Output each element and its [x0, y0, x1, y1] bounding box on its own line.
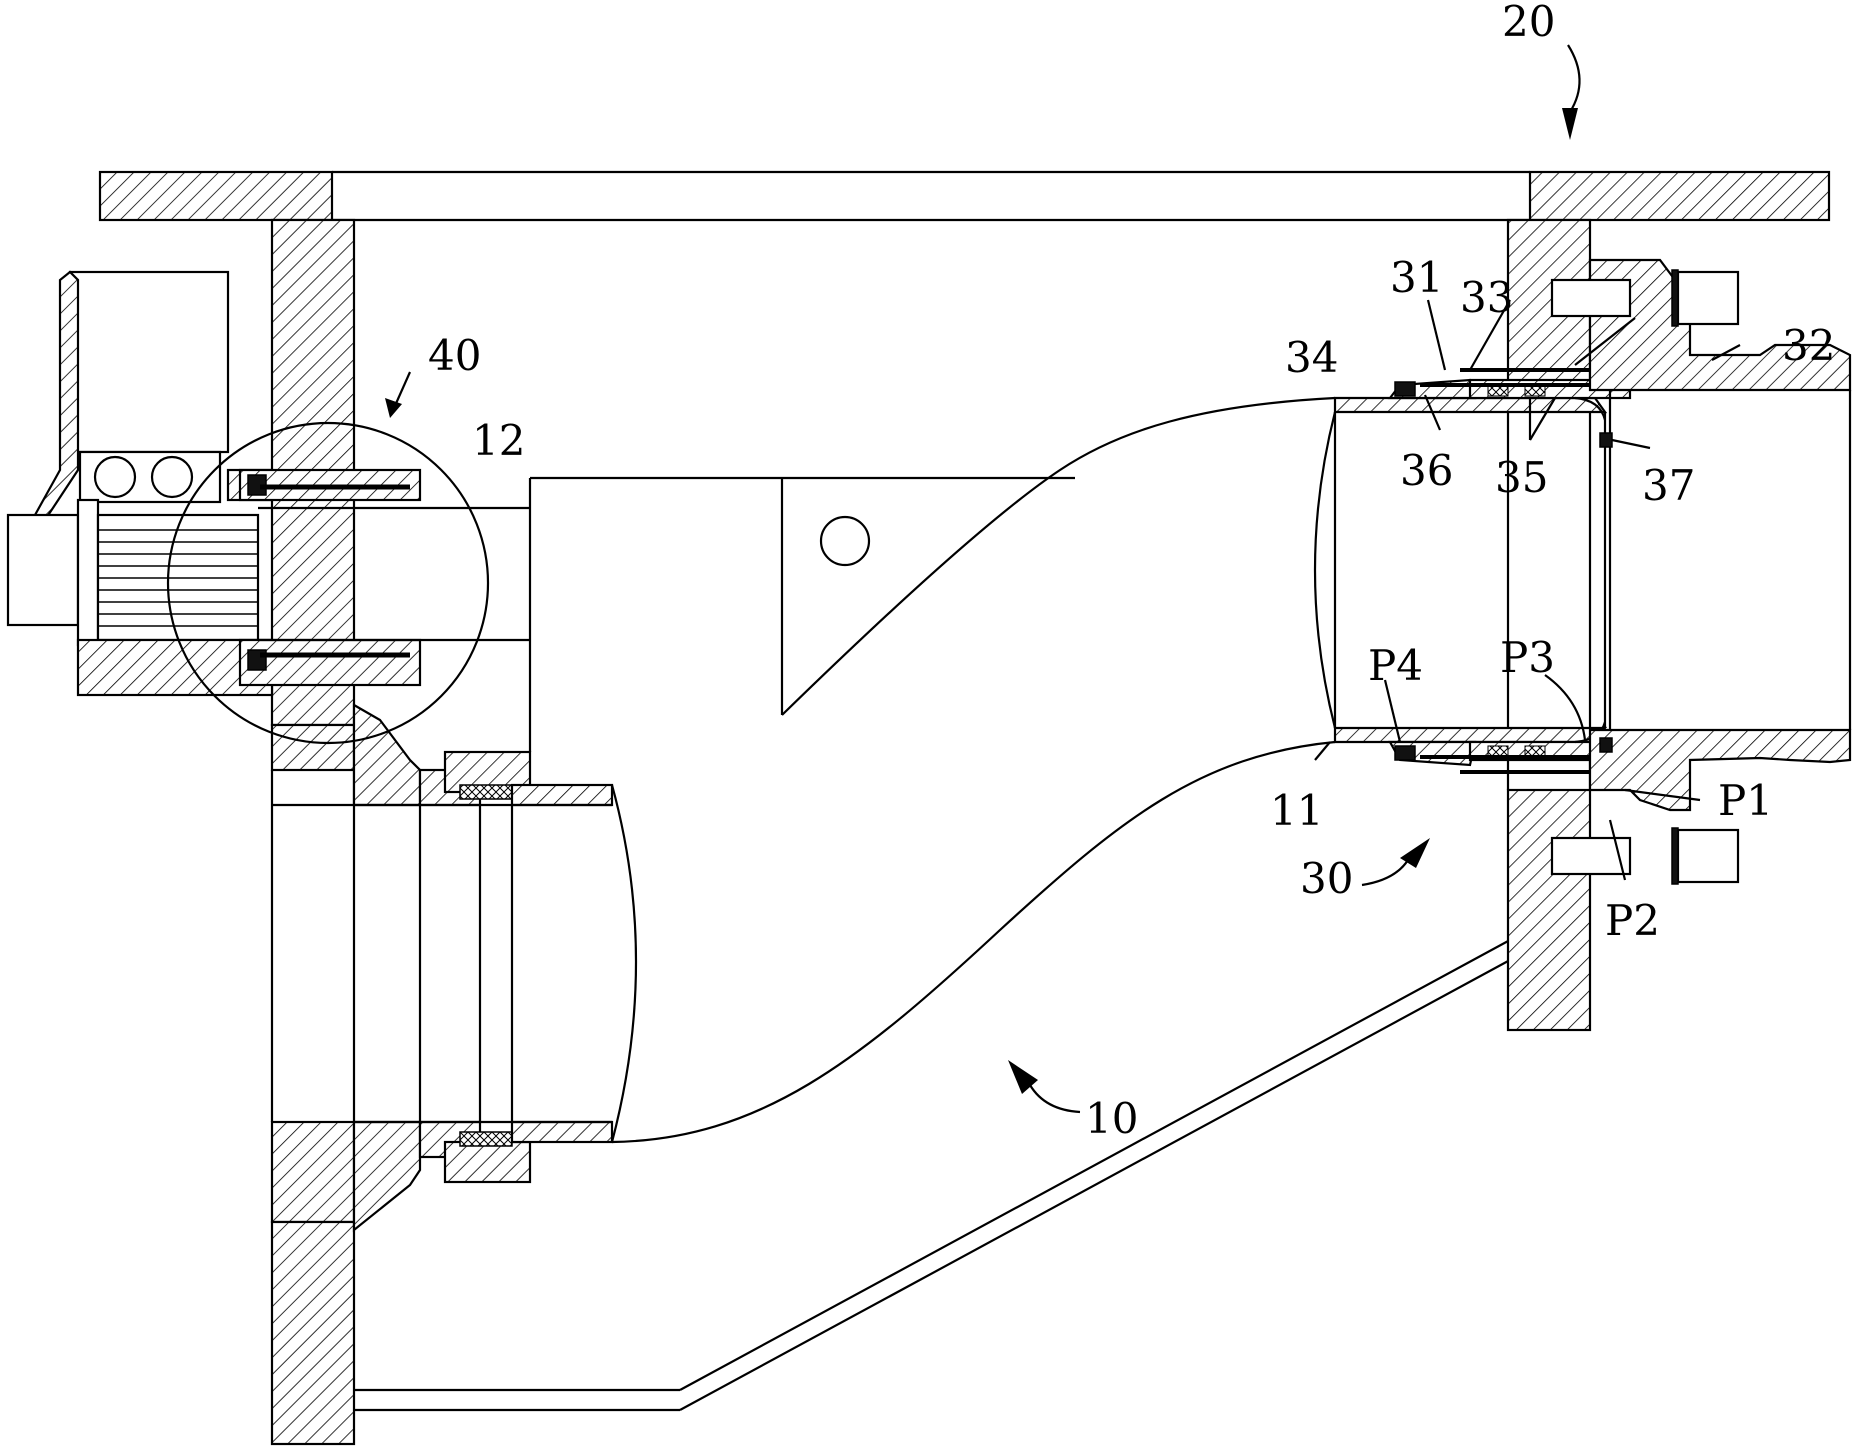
label-30: 30: [1300, 854, 1353, 903]
top-mounting-plate: [98, 170, 1831, 222]
label-10: 10: [1085, 1094, 1138, 1143]
label-37: 37: [1642, 461, 1695, 510]
label-P4: P4: [1368, 641, 1423, 690]
seal-assembly: [1313, 368, 1632, 774]
label-36: 36: [1400, 446, 1453, 495]
label-33: 33: [1460, 273, 1513, 322]
label-12: 12: [472, 416, 525, 465]
swing-pipe-body: [354, 396, 1511, 1412]
upper-bolt: [1550, 269, 1740, 327]
part-labels: 20 40 12 31 33 32 34 36 35 37 P4 P3 P1 1…: [428, 0, 1835, 1143]
label-P1: P1: [1718, 776, 1773, 825]
lower-bolt: [1550, 827, 1740, 885]
label-P2: P2: [1605, 896, 1660, 945]
label-34: 34: [1285, 333, 1338, 382]
right-vertical-plate: [1506, 218, 1592, 1032]
label-20: 20: [1502, 0, 1555, 46]
label-35: 35: [1495, 453, 1548, 502]
label-P3: P3: [1500, 633, 1555, 682]
left-flange-assembly: [352, 703, 638, 1233]
label-31: 31: [1390, 253, 1443, 302]
drive-assembly: [6, 270, 530, 745]
leader-lines: [1008, 44, 1741, 1114]
label-11: 11: [1270, 786, 1323, 835]
label-32: 32: [1782, 321, 1835, 370]
left-vertical-plate: [270, 218, 356, 1446]
label-40: 40: [428, 331, 481, 380]
